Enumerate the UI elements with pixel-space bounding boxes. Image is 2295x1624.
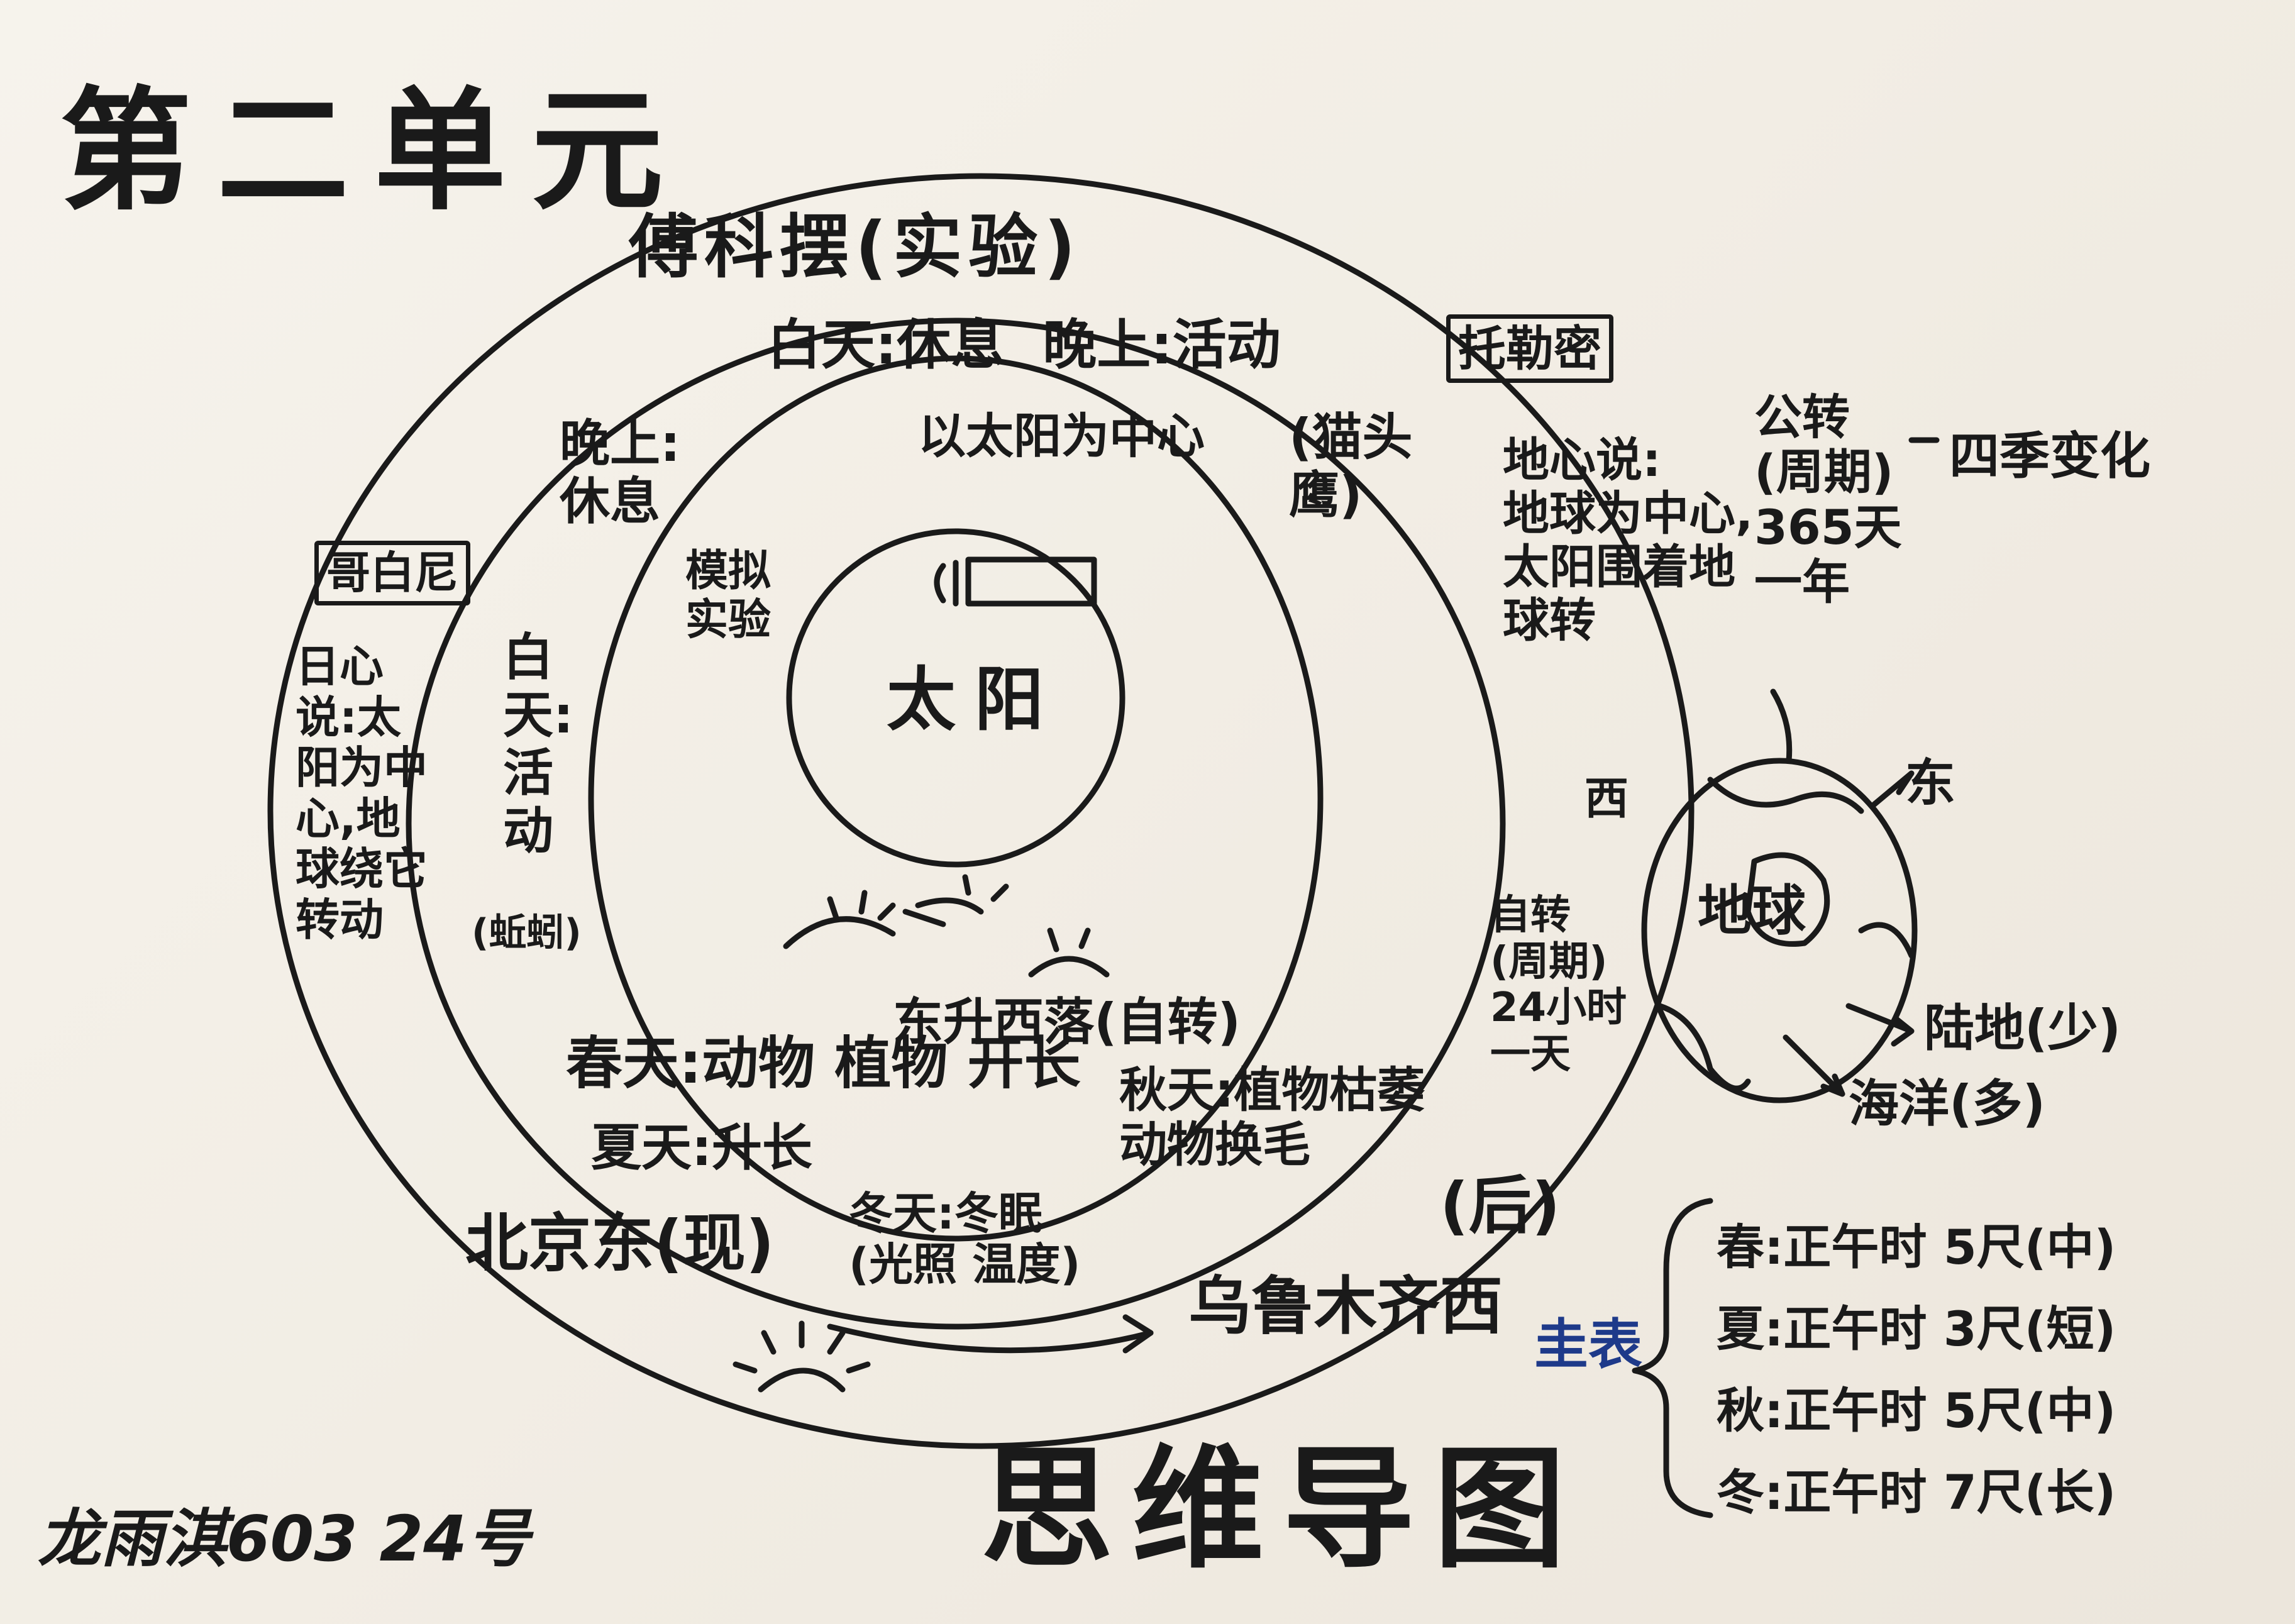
gnomon-label: 圭表: [1534, 1313, 1642, 1376]
foucault-pendulum-label: 傅科摆(实验): [629, 207, 1082, 287]
land-text: 陆地(少): [1924, 999, 2121, 1058]
urumqi-west-label: 乌鲁木齐西: [1188, 1269, 1503, 1343]
east-label: 东: [1905, 754, 1955, 812]
sun-center-text: 以太阳为中心: [918, 408, 1205, 464]
revolution-link-line: [1770, 688, 1793, 764]
gnomon-brace: [1632, 1198, 1713, 1518]
earth-label: 地球: [1698, 880, 1806, 942]
sun-circle: [786, 528, 1125, 868]
gnomon-autumn: 秋:正午时 5尺(中): [1717, 1383, 2116, 1439]
geocentric-text: 地心说: 地球为中心, 太阳围着地 球转: [1503, 433, 1754, 648]
summer-text: 夏天:升长: [591, 1119, 812, 1177]
earth-circle: [1641, 758, 1918, 1103]
earthworm-day-text: 白 天: 活 动: [503, 628, 573, 860]
east-west-arrow: [827, 1323, 1154, 1354]
copernicus-box: 哥白尼: [314, 541, 470, 605]
autumn-text: 秋天:植物枯萎 动物换毛: [1119, 1062, 1425, 1173]
earth-land-line-2: [1858, 922, 1915, 959]
middle-ring: [406, 318, 1506, 1330]
revolution-text: 公转 (周期) 365天 一年: [1754, 389, 1902, 610]
earth-island: [1745, 852, 1830, 947]
winter-text: 冬天:冬眠 (光照 温度): [849, 1188, 1081, 1290]
inner-ring: [588, 355, 1324, 1242]
owl-note: (猫头 鹰): [1289, 408, 1413, 524]
outer-ring: [267, 173, 1695, 1449]
earth-coast-line: [1707, 776, 1864, 814]
seasons-text: 四季变化: [1949, 427, 2150, 485]
gnomon-winter: 冬:正午时 7尺(长): [1717, 1464, 2116, 1520]
gnomon-spring: 春:正午时 5尺(中): [1717, 1219, 2116, 1275]
spring-text: 春天:动物 植物 开长: [566, 1030, 1081, 1096]
page-subtitle: 思维导图: [981, 1432, 1585, 1586]
simulation-text: 模拟 实验: [685, 546, 771, 646]
ocean-arrow: [1783, 1034, 1845, 1097]
ptolemy-box: 托勒密: [1446, 314, 1613, 384]
earthworm-note: (蚯蚓): [472, 911, 582, 955]
rotation-text: 自转 (周期) 24小时 一天: [1490, 892, 1627, 1078]
sun-bar-end-icon: [934, 560, 959, 607]
beijing-east-label: 北京东(现): [465, 1207, 775, 1280]
night-rest-text: 晚上: 休息: [560, 414, 680, 531]
sun-small-icon: [733, 1320, 871, 1393]
author-signature: 龙雨淇603 24号: [38, 1502, 530, 1576]
earth-land-line: [1657, 1003, 1751, 1091]
sun-bar-icon: [965, 556, 1097, 607]
land-arrow: [1845, 1003, 1915, 1047]
sun-label: 太阳: [887, 660, 1063, 740]
sunrise-icon: [783, 874, 1110, 978]
heliocentric-text: 日心 说:太 阳为中 心,地 球绕它 转动: [296, 641, 428, 946]
ocean-text: 海洋(多): [1849, 1074, 2046, 1133]
sunrise-caption: 东升西落(自转): [893, 993, 1241, 1051]
east-arrow: [1871, 770, 1915, 808]
owl-activity-text: 白天:休息 晚上:活动: [767, 314, 1281, 377]
west-label: 西: [1584, 773, 1629, 824]
urumqi-west-note: (后): [1440, 1169, 1561, 1242]
page-title: 第二单元: [60, 74, 689, 228]
gnomon-summer: 夏:正午时 3尺(短): [1717, 1301, 2116, 1357]
